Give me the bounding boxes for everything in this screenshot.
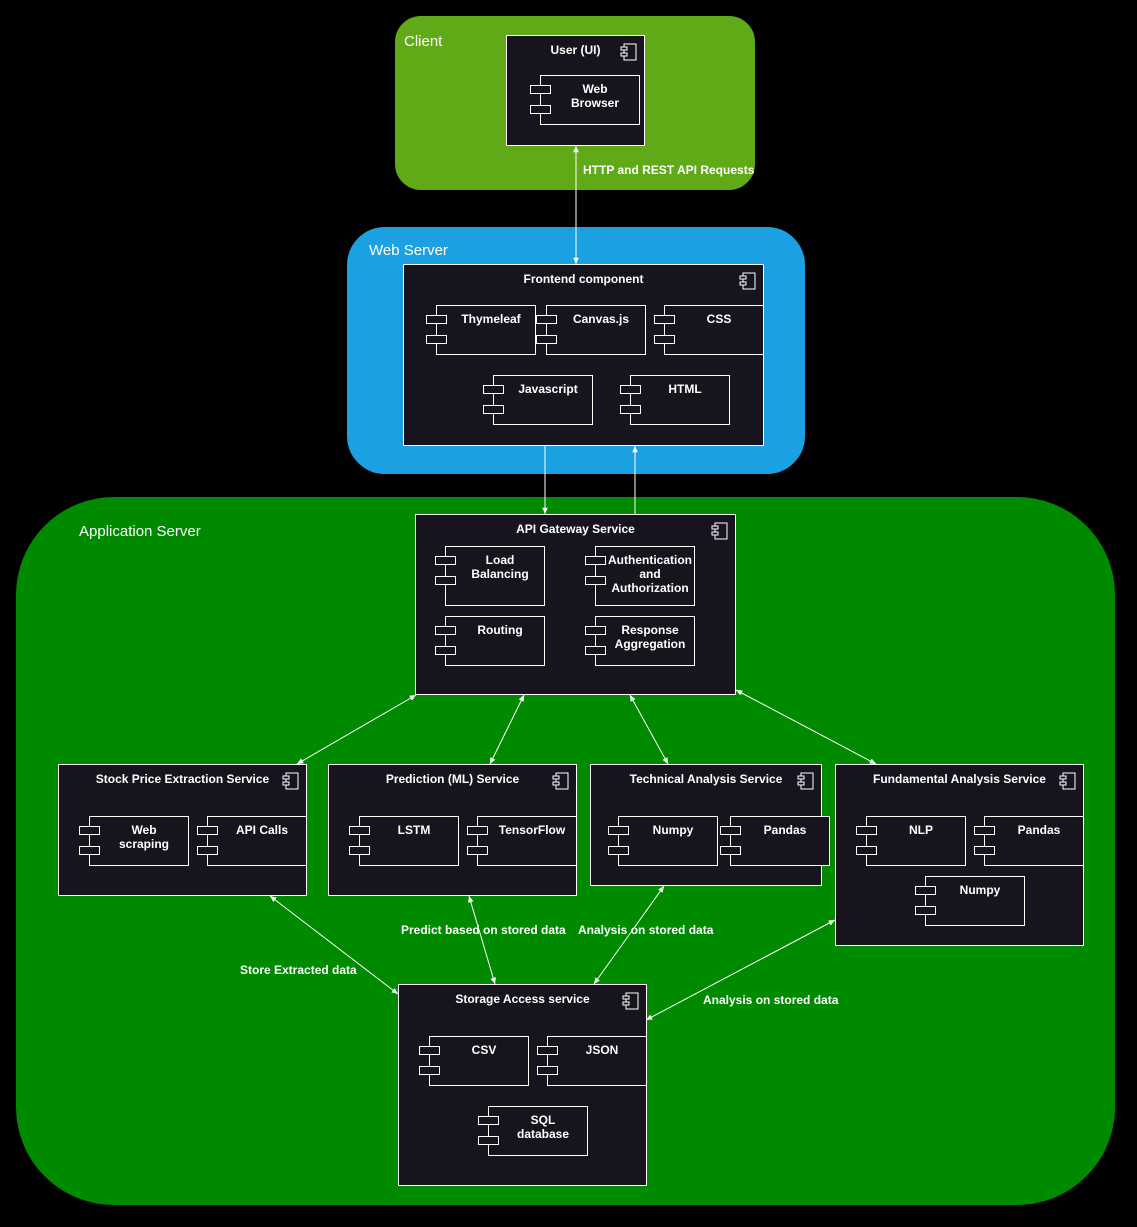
uml-component-icon bbox=[739, 272, 756, 290]
component-title: Storage Access service bbox=[455, 992, 590, 1006]
subcomponent-label: Pandas bbox=[1017, 823, 1061, 837]
subcomponent-label: Web Browser bbox=[570, 82, 620, 110]
storage-access-component[interactable]: Storage Access service CSV JSON SQL data… bbox=[398, 984, 647, 1186]
subcomponent-label: CSV bbox=[471, 1043, 497, 1057]
frontend-component[interactable]: Frontend component Thymeleaf Canvas.js C… bbox=[403, 264, 764, 446]
edge-api-prediction bbox=[489, 694, 525, 765]
subcomponent-label: Thymeleaf bbox=[461, 312, 521, 326]
web-server-zone-label: Web Server bbox=[369, 242, 448, 259]
pandas-subcomponent[interactable]: Pandas bbox=[974, 816, 1084, 866]
subcomponent-label: Numpy bbox=[652, 823, 694, 837]
edge-label-analysis-technical: Analysis on stored data bbox=[578, 923, 714, 937]
subcomponent-label: Load Balancing bbox=[471, 553, 529, 581]
edge-api-stock bbox=[296, 694, 417, 765]
subcomponent-label: TensorFlow bbox=[498, 823, 566, 837]
javascript-subcomponent[interactable]: Javascript bbox=[483, 375, 593, 425]
subcomponent-label: API Calls bbox=[235, 823, 289, 837]
edge-fundamental-storage bbox=[645, 919, 836, 1021]
uml-component-icon bbox=[797, 772, 814, 790]
subcomponent-label: Web scraping bbox=[118, 823, 169, 851]
edge-label-http: HTTP and REST API Requests bbox=[583, 163, 755, 177]
edge-technical-storage bbox=[593, 885, 665, 985]
edge-label-analysis-fundamental: Analysis on stored data bbox=[703, 993, 839, 1007]
api-gateway-component[interactable]: API Gateway Service Load Balancing Authe… bbox=[415, 514, 736, 695]
subcomponent-label: Authentication and Authorization bbox=[608, 553, 692, 595]
uml-component-icon bbox=[622, 992, 639, 1010]
uml-component-icon bbox=[282, 772, 299, 790]
nlp-subcomponent[interactable]: NLP bbox=[856, 816, 966, 866]
subcomponent-label: Javascript bbox=[518, 382, 578, 396]
component-title: Stock Price Extraction Service bbox=[95, 772, 270, 786]
web-scraping-subcomponent[interactable]: Web scraping bbox=[79, 816, 189, 866]
stock-price-extraction-component[interactable]: Stock Price Extraction Service Web scrap… bbox=[58, 764, 307, 896]
json-subcomponent[interactable]: JSON bbox=[537, 1036, 647, 1086]
api-calls-subcomponent[interactable]: API Calls bbox=[197, 816, 307, 866]
fundamental-analysis-component[interactable]: Fundamental Analysis Service NLP Pandas … bbox=[835, 764, 1084, 946]
html-subcomponent[interactable]: HTML bbox=[620, 375, 730, 425]
uml-component-icon bbox=[1059, 772, 1076, 790]
edge-label-store-extracted: Store Extracted data bbox=[240, 963, 357, 977]
sql-database-subcomponent[interactable]: SQL database bbox=[478, 1106, 588, 1156]
subcomponent-label: HTML bbox=[668, 382, 702, 396]
client-zone-label: Client bbox=[404, 33, 443, 50]
subcomponent-label: Response Aggregation bbox=[614, 623, 686, 651]
subcomponent-label: JSON bbox=[585, 1043, 619, 1057]
numpy-subcomponent[interactable]: Numpy bbox=[608, 816, 718, 866]
component-title: Frontend component bbox=[523, 272, 644, 286]
subcomponent-label: SQL database bbox=[516, 1113, 570, 1141]
edge-api-fundamental bbox=[735, 689, 877, 765]
numpy-subcomponent[interactable]: Numpy bbox=[915, 876, 1025, 926]
subcomponent-label: Pandas bbox=[763, 823, 807, 837]
uml-component-icon bbox=[552, 772, 569, 790]
tensorflow-subcomponent[interactable]: TensorFlow bbox=[467, 816, 577, 866]
component-title: Technical Analysis Service bbox=[629, 772, 783, 786]
css-subcomponent[interactable]: CSS bbox=[654, 305, 764, 355]
pandas-subcomponent[interactable]: Pandas bbox=[720, 816, 830, 866]
user-ui-component[interactable]: User (UI) Web Browser bbox=[506, 35, 645, 146]
component-title: API Gateway Service bbox=[516, 522, 635, 536]
edge-stock-storage bbox=[269, 895, 399, 995]
response-aggregation-subcomponent[interactable]: Response Aggregation bbox=[585, 616, 695, 666]
lstm-subcomponent[interactable]: LSTM bbox=[349, 816, 459, 866]
subcomponent-label: LSTM bbox=[397, 823, 431, 837]
component-title: User (UI) bbox=[550, 43, 601, 57]
technical-analysis-component[interactable]: Technical Analysis Service Numpy Pandas bbox=[590, 764, 830, 886]
subcomponent-label: Numpy bbox=[959, 883, 1001, 897]
component-title: Fundamental Analysis Service bbox=[873, 772, 1046, 786]
subcomponent-label: Canvas.js bbox=[572, 312, 630, 326]
edge-label-predict-stored: Predict based on stored data bbox=[401, 923, 566, 937]
thymeleaf-subcomponent[interactable]: Thymeleaf bbox=[426, 305, 536, 355]
authentication-authorization-subcomponent[interactable]: Authentication and Authorization bbox=[585, 546, 695, 606]
csv-subcomponent[interactable]: CSV bbox=[419, 1036, 529, 1086]
routing-subcomponent[interactable]: Routing bbox=[435, 616, 545, 666]
subcomponent-label: NLP bbox=[909, 823, 933, 837]
edge-prediction-storage bbox=[468, 895, 496, 985]
canvasjs-subcomponent[interactable]: Canvas.js bbox=[536, 305, 646, 355]
application-server-zone-label: Application Server bbox=[79, 523, 201, 540]
edge-api-technical bbox=[629, 694, 669, 765]
uml-component-icon bbox=[620, 43, 637, 61]
component-title: Prediction (ML) Service bbox=[385, 772, 520, 786]
subcomponent-label: CSS bbox=[706, 312, 732, 326]
web-browser-subcomponent[interactable]: Web Browser bbox=[530, 75, 640, 125]
prediction-ml-component[interactable]: Prediction (ML) Service LSTM TensorFlow bbox=[328, 764, 577, 896]
subcomponent-label: Routing bbox=[477, 623, 523, 637]
load-balancing-subcomponent[interactable]: Load Balancing bbox=[435, 546, 545, 606]
uml-component-icon bbox=[711, 522, 728, 540]
